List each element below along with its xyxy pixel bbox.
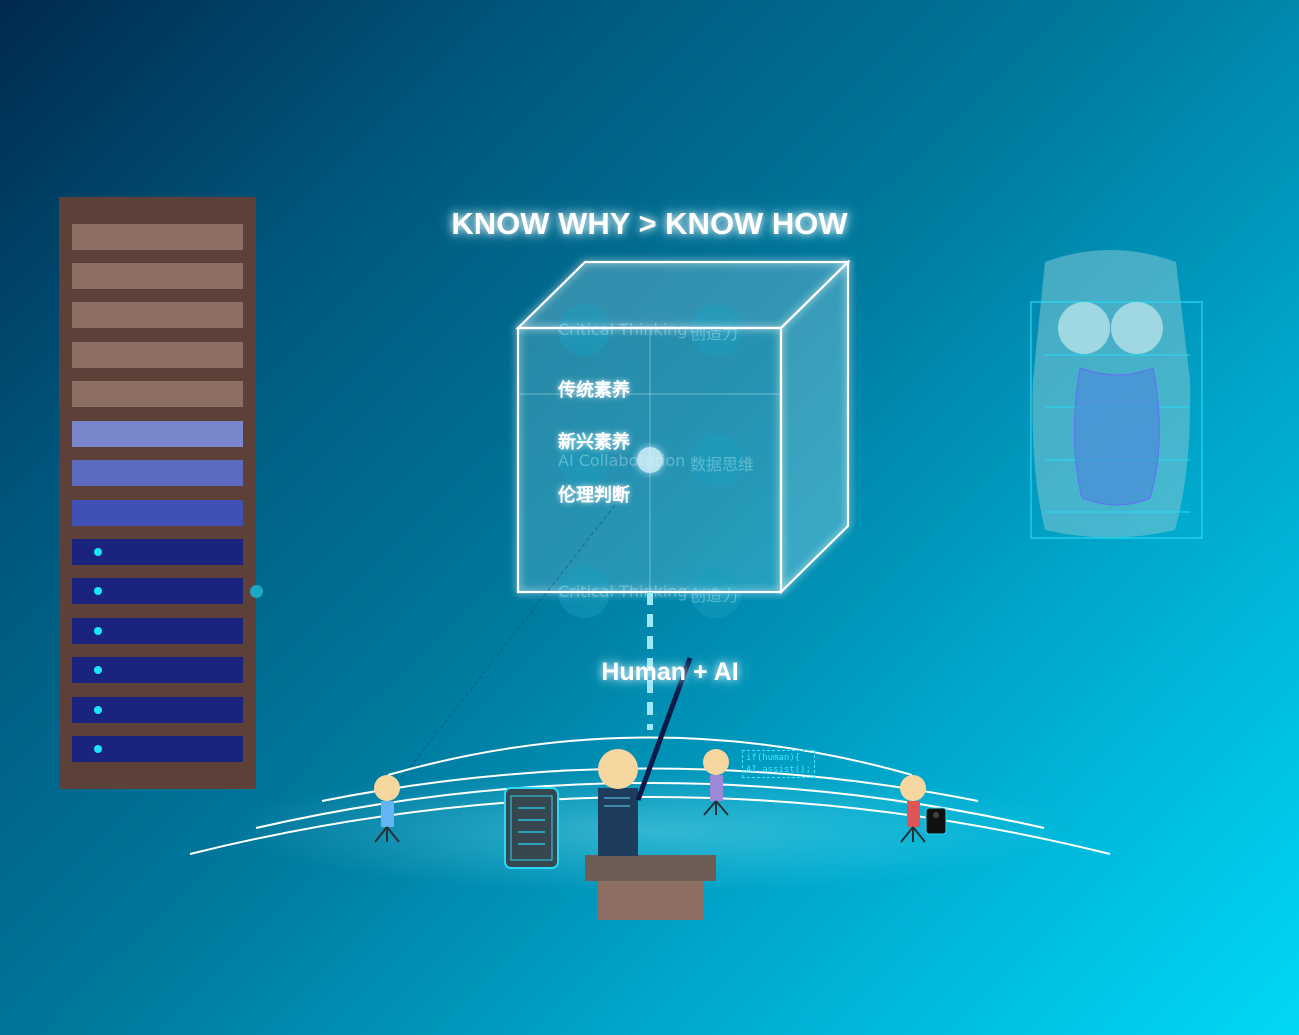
beam-line bbox=[399, 504, 616, 781]
cube-label-ethics: 伦理判断 bbox=[558, 485, 630, 506]
student-figure bbox=[703, 749, 729, 816]
human-ai-label: Human + AI bbox=[601, 658, 739, 686]
server-rack bbox=[59, 197, 256, 789]
phone-icon bbox=[925, 807, 947, 835]
rack-slot bbox=[72, 381, 243, 407]
stage-arcs bbox=[189, 736, 1111, 892]
pointer-stick-icon bbox=[635, 657, 693, 801]
led-icon bbox=[94, 587, 102, 595]
teacher-figure bbox=[598, 749, 638, 856]
student-figure bbox=[374, 775, 400, 843]
rack-connector-dot bbox=[250, 585, 263, 598]
code-snippet: if(human){ AI.assist(); bbox=[742, 750, 816, 778]
faint-label: AI Collaboration bbox=[558, 451, 686, 470]
robot-head-icon bbox=[1030, 250, 1203, 539]
student-figure bbox=[900, 775, 926, 843]
cube-label-emerging: 新兴素养 bbox=[558, 432, 630, 453]
rack-slot bbox=[72, 657, 243, 683]
faint-label: 创造力 bbox=[690, 324, 739, 343]
led-icon bbox=[94, 745, 102, 753]
rack-slot bbox=[72, 302, 243, 328]
rack-slot bbox=[72, 421, 243, 447]
faint-label: Critical Thinking bbox=[558, 320, 688, 339]
faint-label: 数据思维 bbox=[690, 455, 755, 474]
rack-slot bbox=[72, 500, 243, 526]
rack-slot bbox=[72, 578, 243, 604]
podium bbox=[585, 855, 716, 920]
code-line: AI.assist(); bbox=[746, 765, 812, 775]
main-heading: KNOW WHY > KNOW HOW bbox=[451, 206, 848, 241]
rack-slot bbox=[72, 618, 243, 644]
tablet-icon bbox=[504, 787, 559, 869]
led-icon bbox=[94, 548, 102, 556]
code-line: if(human){ bbox=[746, 753, 801, 763]
faint-label: 创造力 bbox=[690, 586, 739, 605]
rack-slot bbox=[72, 697, 243, 723]
led-icon bbox=[94, 666, 102, 674]
rack-slot bbox=[72, 263, 243, 289]
rack-slot bbox=[72, 342, 243, 368]
led-icon bbox=[94, 706, 102, 714]
rack-slot bbox=[72, 736, 243, 762]
rack-slot bbox=[72, 539, 243, 565]
led-icon bbox=[94, 627, 102, 635]
rack-slot bbox=[72, 460, 243, 486]
rack-slot bbox=[72, 224, 243, 250]
cube-label-traditional: 传统素养 bbox=[558, 380, 630, 401]
faint-label: Critical Thinking bbox=[558, 582, 688, 601]
knowledge-cube bbox=[515, 259, 851, 618]
